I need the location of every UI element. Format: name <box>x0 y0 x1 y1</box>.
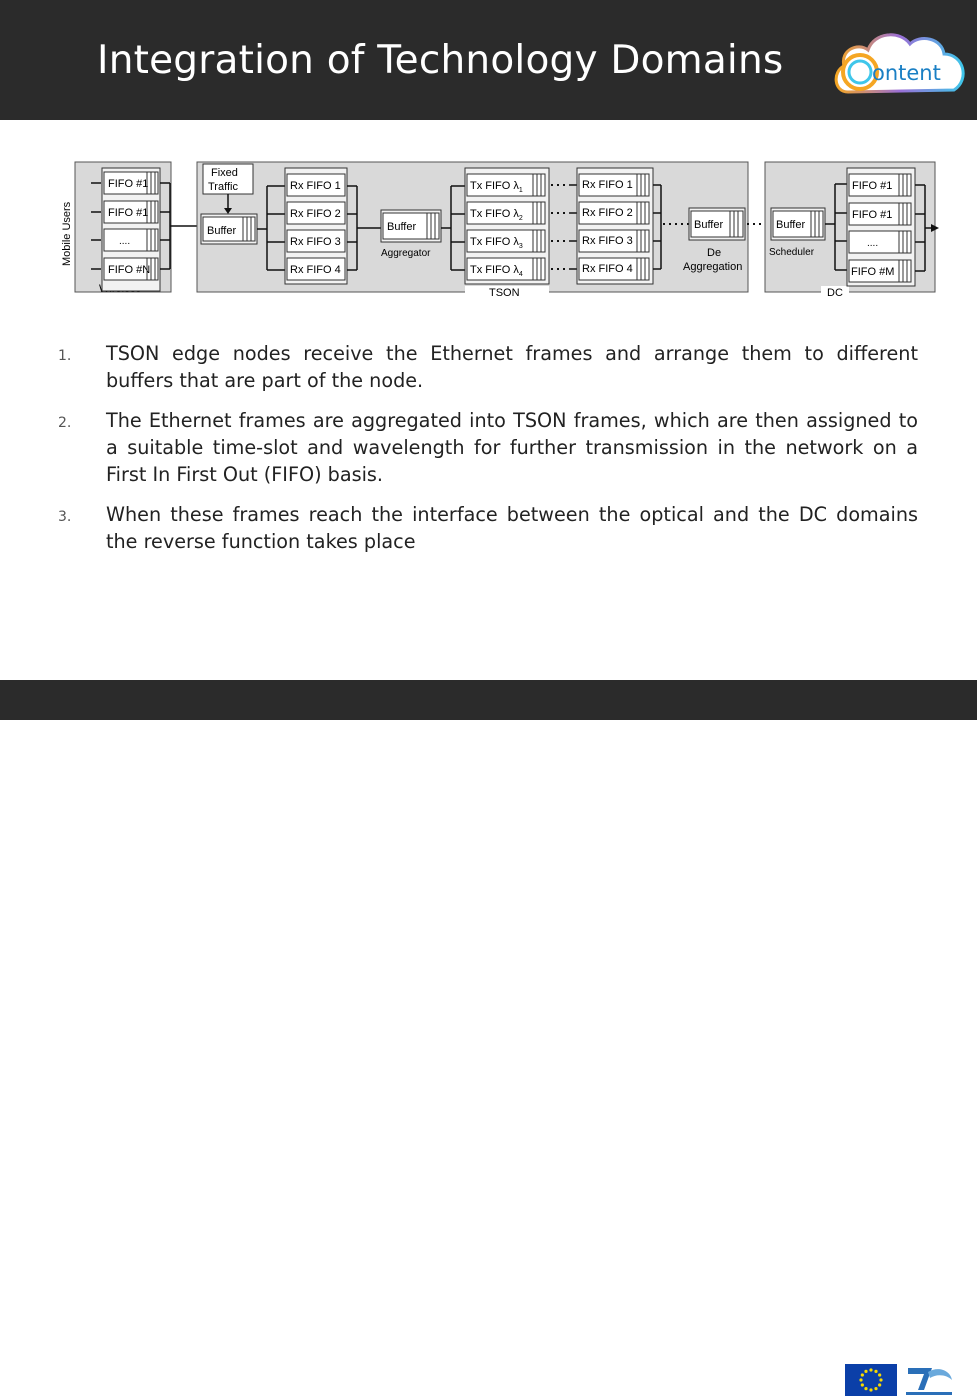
dc-fifo-2: FIFO #1 <box>848 202 912 226</box>
list-text: TSON edge nodes receive the Ethernet fra… <box>106 342 918 392</box>
explanation-list: 1. TSON edge nodes receive the Ethernet f… <box>58 340 918 568</box>
tx-fifo-3: Tx FIFO λ3 <box>466 229 546 253</box>
deagg-label-1: De <box>707 247 721 259</box>
svg-text:FIFO #1: FIFO #1 <box>852 209 892 221</box>
svg-text:FIFO #N: FIFO #N <box>108 264 150 276</box>
svg-text:Buffer: Buffer <box>387 221 416 233</box>
tx-fifo-2: Tx FIFO λ2 <box>466 201 546 225</box>
svg-text:Tx FIFO λ4: Tx FIFO λ4 <box>470 264 523 278</box>
svg-text:Rx FIFO 1: Rx FIFO 1 <box>290 180 341 192</box>
wireless-fifo-4: FIFO #N <box>103 257 159 281</box>
eu-star <box>879 1378 883 1382</box>
eu-flag-icon <box>843 1362 899 1398</box>
tx-fifo-1: Tx FIFO λ1 <box>466 173 546 197</box>
rx-fifo-in-1: Rx FIFO 1 <box>286 173 346 197</box>
svg-text:Buffer: Buffer <box>694 219 723 231</box>
rx-fifo-out-3: Rx FIFO 3 <box>578 229 650 253</box>
logo-text: ontent <box>872 61 941 85</box>
input-buffer-split <box>257 185 285 271</box>
slide-footer <box>0 680 977 1398</box>
svg-text:Fixed: Fixed <box>211 167 238 179</box>
eu-star <box>860 1383 864 1387</box>
deagg-label-2: Aggregation <box>683 261 742 273</box>
svg-text:Rx FIFO 2: Rx FIFO 2 <box>290 208 341 220</box>
fixed-traffic-box: Fixed Traffic <box>202 163 254 195</box>
svg-text:Buffer: Buffer <box>776 219 805 231</box>
slide-header: Integration of Technology Domains ontent <box>0 0 977 120</box>
rx-out-merge <box>653 184 662 270</box>
rx-fifo-in-4: Rx FIFO 4 <box>286 257 346 281</box>
eu-star <box>869 1368 873 1372</box>
eu-star <box>878 1373 882 1377</box>
svg-text:FIFO #1: FIFO #1 <box>852 180 892 192</box>
tson-label: TSON <box>489 287 520 298</box>
scheduler-label: Scheduler <box>769 247 815 258</box>
content-logo: ontent <box>834 33 965 94</box>
eu-star <box>874 1387 878 1391</box>
list-item: 3. When these frames reach the interface … <box>58 501 918 555</box>
mobile-users-label: Mobile Users <box>61 201 73 266</box>
list-item: 1. TSON edge nodes receive the Ethernet f… <box>58 340 918 394</box>
svg-text:Tx FIFO λ3: Tx FIFO λ3 <box>470 236 523 250</box>
tson-input-buffer: Buffer <box>200 213 258 245</box>
svg-text:Buffer: Buffer <box>207 225 236 237</box>
svg-text:FIFO #1: FIFO #1 <box>108 207 148 219</box>
list-number: 2. <box>58 415 72 431</box>
svg-text:Tx FIFO λ2: Tx FIFO λ2 <box>470 208 523 222</box>
list-text: When these frames reach the interface be… <box>106 503 918 553</box>
scheduler-buffer: Buffer <box>770 207 826 241</box>
dc-fifo-4: FIFO #M <box>848 259 912 283</box>
dc-fifo-1: FIFO #1 <box>848 173 912 197</box>
eu-star <box>859 1378 863 1382</box>
wireless-fifo-stack: FIFO #1 FIFO #1 .... FIFO #N <box>101 167 161 292</box>
rx-fifo-in-2: Rx FIFO 2 <box>286 201 346 225</box>
svg-text:Rx FIFO 4: Rx FIFO 4 <box>290 264 341 276</box>
wireless-merge-lines <box>160 182 200 270</box>
eu-star <box>860 1373 864 1377</box>
aggregator-split <box>441 185 465 271</box>
slide-title: Integration of Technology Domains <box>97 38 784 83</box>
list-number: 3. <box>58 509 72 525</box>
dc-fifo-3: .... <box>848 230 912 254</box>
integration-diagram: Mobile Users Wireless FIFO #1 FIFO #1 ..… <box>61 161 939 298</box>
fp7-logo-icon <box>902 1362 957 1398</box>
eu-star <box>864 1387 868 1391</box>
svg-text:Rx FIFO 3: Rx FIFO 3 <box>290 236 341 248</box>
deaggregation-buffer: Buffer <box>688 207 746 241</box>
svg-text:Rx FIFO 2: Rx FIFO 2 <box>582 207 633 219</box>
eu-star <box>878 1383 882 1387</box>
scheduler-split <box>825 183 847 271</box>
rx-merge-lines <box>347 185 381 271</box>
eu-star <box>869 1388 873 1392</box>
svg-text:....: .... <box>867 238 878 249</box>
svg-text:FIFO #1: FIFO #1 <box>108 178 148 190</box>
eu-star <box>864 1369 868 1373</box>
list-item: 2. The Ethernet frames are aggregated int… <box>58 407 918 488</box>
eu-star <box>874 1369 878 1373</box>
tx-fifo-4: Tx FIFO λ4 <box>466 257 546 281</box>
svg-text:Rx FIFO 1: Rx FIFO 1 <box>582 179 633 191</box>
rx-fifo-out-1: Rx FIFO 1 <box>578 173 650 197</box>
dc-output-arrows <box>915 184 933 272</box>
svg-text:....: .... <box>119 236 130 247</box>
svg-text:Traffic: Traffic <box>208 181 238 193</box>
list-number: 1. <box>58 348 72 364</box>
dc-label: DC <box>827 287 843 298</box>
svg-text:FIFO #M: FIFO #M <box>851 266 894 278</box>
aggregator-label: Aggregator <box>381 248 431 259</box>
wireless-fifo-3: .... <box>103 228 159 252</box>
wireless-fifo-1: FIFO #1 <box>103 171 159 195</box>
aggregator-buffer: Buffer <box>380 209 442 243</box>
svg-text:Rx FIFO 3: Rx FIFO 3 <box>582 235 633 247</box>
rx-fifo-in-3: Rx FIFO 3 <box>286 229 346 253</box>
wireless-fifo-2: FIFO #1 <box>103 200 159 224</box>
svg-text:Tx FIFO λ1: Tx FIFO λ1 <box>470 180 523 194</box>
list-text: The Ethernet frames are aggregated into … <box>106 409 918 486</box>
rx-fifo-out-2: Rx FIFO 2 <box>578 201 650 225</box>
rx-fifo-out-4: Rx FIFO 4 <box>578 257 650 281</box>
svg-text:Rx FIFO 4: Rx FIFO 4 <box>582 263 633 275</box>
wireless-input-arrows <box>91 182 101 270</box>
